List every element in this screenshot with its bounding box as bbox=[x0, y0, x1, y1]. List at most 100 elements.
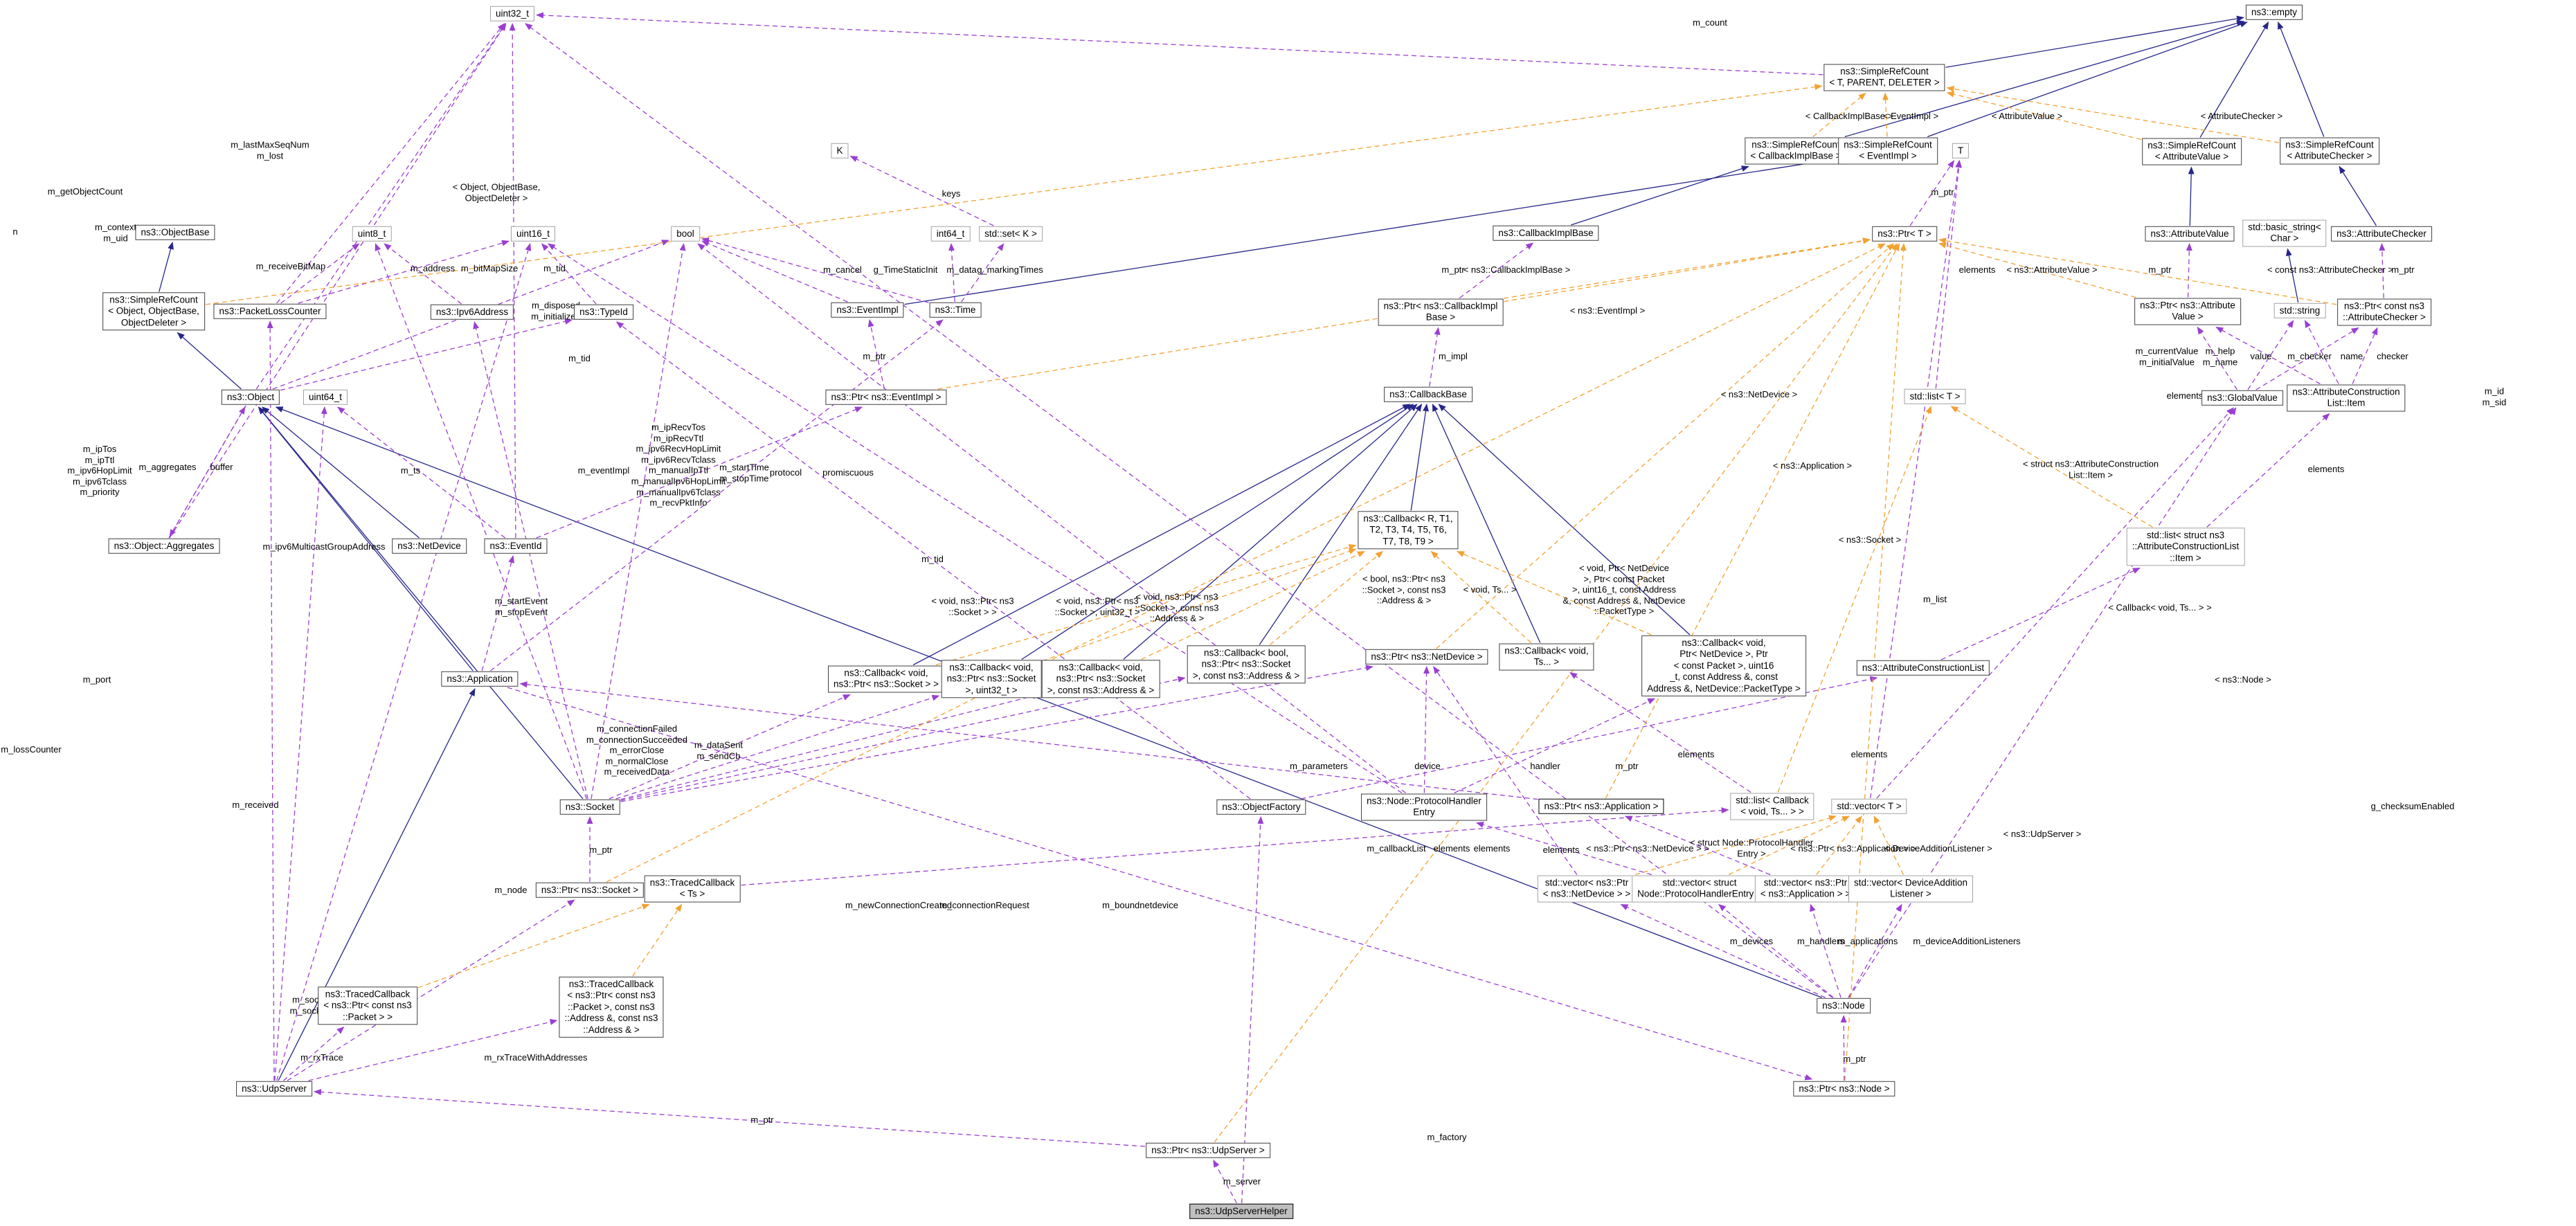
edge-label: m_context m_uid bbox=[95, 222, 136, 243]
class-node-vec_nd[interactable]: std::vector< ns3::Ptr < ns3::NetDevice >… bbox=[1537, 875, 1637, 903]
class-node-acl_item[interactable]: ns3::AttributeConstruction List::Item bbox=[2287, 384, 2406, 412]
edge-label: promiscuous bbox=[822, 467, 874, 478]
class-node-src_obj[interactable]: ns3::SimpleRefCount < Object, ObjectBase… bbox=[102, 292, 205, 331]
class-node-bstr[interactable]: std::basic_string< Char > bbox=[2242, 219, 2327, 247]
class-node-cb4[interactable]: ns3::Callback< bool, ns3::Ptr< ns3::Sock… bbox=[1187, 645, 1306, 684]
edge-i-src_tpd-empty bbox=[1945, 15, 2244, 68]
edge-label: m_lossCounter bbox=[1, 744, 62, 755]
edge-label: g_TimeStaticInit bbox=[873, 264, 938, 276]
class-node-vecT[interactable]: std::vector< T > bbox=[1831, 798, 1907, 815]
edge-u-time-setK bbox=[961, 243, 1005, 303]
edge-label: m_list bbox=[1923, 594, 1947, 605]
class-node-src_ac[interactable]: ns3::SimpleRefCount < AttributeChecker > bbox=[2280, 137, 2379, 165]
class-node-app[interactable]: ns3::Application bbox=[441, 671, 519, 687]
class-node-vec_app[interactable]: std::vector< ns3::Ptr < ns3::Application… bbox=[1754, 875, 1857, 903]
class-node-list_item[interactable]: std::list< struct ns3 ::AttributeConstru… bbox=[2126, 528, 2245, 566]
class-node-int64[interactable]: int64_t bbox=[930, 226, 971, 242]
class-node-udps[interactable]: ns3::UdpServer bbox=[236, 1081, 312, 1097]
class-node-empty[interactable]: ns3::empty bbox=[2245, 4, 2303, 21]
edge-u-listT-T bbox=[1935, 160, 1962, 389]
class-node-src_ei[interactable]: ns3::SimpleRefCount < EventImpl > bbox=[1838, 137, 1938, 165]
edge-label: < void, ns3::Ptr< ns3 ::Socket >, uint32… bbox=[1054, 595, 1140, 617]
class-node-K[interactable]: K bbox=[831, 143, 849, 159]
edge-u-phe-bool bbox=[697, 243, 1406, 794]
class-node-ptr_cac[interactable]: ns3::Ptr< const ns3 ::AttributeChecker > bbox=[2337, 298, 2431, 326]
edge-label: < Callback< void, Ts... > > bbox=[2108, 602, 2212, 613]
class-node-cib[interactable]: ns3::CallbackImplBase bbox=[1493, 225, 1599, 242]
edge-u-socket-cb2 bbox=[615, 694, 940, 800]
class-node-socket[interactable]: ns3::Socket bbox=[559, 799, 620, 815]
class-node-cb2[interactable]: ns3::Callback< void, ns3::Ptr< ns3::Sock… bbox=[941, 660, 1042, 698]
edge-t-src_cib-src_tpd bbox=[1812, 92, 1866, 138]
class-node-src_tpd[interactable]: ns3::SimpleRefCount < T, PARENT, DELETER… bbox=[1823, 64, 1945, 91]
class-node-uint32[interactable]: uint32_t bbox=[489, 6, 535, 22]
class-node-ptr_nd[interactable]: ns3::Ptr< ns3::NetDevice > bbox=[1365, 649, 1488, 665]
class-node-phe[interactable]: ns3::Node::ProtocolHandler Entry bbox=[1361, 793, 1487, 821]
edge-label: m_ipv6MulticastGroupAddress bbox=[262, 541, 386, 552]
edge-t-cb_ts-cb_generic bbox=[1430, 550, 1532, 643]
class-node-ptr_ei[interactable]: ns3::Ptr< ns3::EventImpl > bbox=[825, 389, 947, 406]
edge-label: n bbox=[12, 226, 18, 237]
class-node-cb_generic[interactable]: ns3::Callback< R, T1, T2, T3, T4, T5, T6… bbox=[1358, 511, 1459, 550]
class-node-tcb_ts[interactable]: ns3::TracedCallback < Ts > bbox=[644, 875, 741, 903]
class-node-aggr[interactable]: ns3::Object::Aggregates bbox=[108, 538, 220, 555]
class-node-ac[interactable]: ns3::AttributeChecker bbox=[2331, 226, 2432, 242]
class-node-node[interactable]: ns3::Node bbox=[1817, 998, 1871, 1014]
class-node-ptr_cib[interactable]: ns3::Ptr< ns3::CallbackImpl Base > bbox=[1378, 298, 1504, 326]
class-node-vec_dal[interactable]: std::vector< DeviceAddition Listener > bbox=[1848, 875, 1973, 903]
class-node-acl[interactable]: ns3::AttributeConstructionList bbox=[1856, 660, 1990, 676]
class-node-eventid[interactable]: ns3::EventId bbox=[484, 538, 548, 555]
edge-label: m_aggregates bbox=[138, 462, 197, 473]
class-node-cb_ts[interactable]: ns3::Callback< void, Ts... > bbox=[1499, 643, 1594, 671]
edge-label: m_disposed m_initialized bbox=[531, 300, 581, 321]
class-node-cb1[interactable]: ns3::Callback< void, ns3::Ptr< ns3::Sock… bbox=[828, 665, 944, 693]
class-node-uint8[interactable]: uint8_t bbox=[352, 226, 392, 242]
class-node-str[interactable]: std::string bbox=[2273, 303, 2326, 319]
edge-t-src_ac-src_tpd bbox=[1946, 86, 2280, 143]
edge-u-acl-list_item bbox=[1940, 567, 2141, 660]
class-node-cbase[interactable]: ns3::CallbackBase bbox=[1384, 386, 1472, 403]
class-node-eventimpl[interactable]: ns3::EventImpl bbox=[831, 302, 904, 318]
edge-u-time-int64 bbox=[948, 243, 955, 303]
class-node-plc[interactable]: ns3::PacketLossCounter bbox=[213, 303, 327, 320]
class-node-objectbase[interactable]: ns3::ObjectBase bbox=[135, 224, 215, 241]
class-node-T[interactable]: T bbox=[1952, 143, 1970, 159]
class-node-list_cb[interactable]: std::list< Callback < void, Ts... > > bbox=[1730, 793, 1814, 820]
class-node-uint64[interactable]: uint64_t bbox=[303, 389, 348, 406]
edge-label: m_newConnectionCreated bbox=[845, 900, 952, 911]
class-node-cb_nd[interactable]: ns3::Callback< void, Ptr< NetDevice >, P… bbox=[1641, 635, 1806, 697]
class-node-src_av[interactable]: ns3::SimpleRefCount < AttributeValue > bbox=[2142, 138, 2242, 165]
class-node-time[interactable]: ns3::Time bbox=[929, 302, 982, 318]
class-node-cb3[interactable]: ns3::Callback< void, ns3::Ptr< ns3::Sock… bbox=[1041, 660, 1160, 698]
class-node-ptr_app[interactable]: ns3::Ptr< ns3::Application > bbox=[1538, 798, 1664, 815]
class-node-av[interactable]: ns3::AttributeValue bbox=[2145, 226, 2235, 242]
class-node-src_cib[interactable]: ns3::SimpleRefCount < CallbackImplBase > bbox=[1745, 137, 1847, 165]
class-node-tcb_pkt[interactable]: ns3::TracedCallback < ns3::Ptr< const ns… bbox=[318, 986, 417, 1025]
class-node-listT[interactable]: std::list< T > bbox=[1904, 388, 1966, 405]
class-node-ptr_av[interactable]: ns3::Ptr< ns3::Attribute Value > bbox=[2134, 298, 2241, 325]
edge-label: < bool, ns3::Ptr< ns3 ::Socket >, const … bbox=[1362, 573, 1446, 606]
class-node-ptr_sock[interactable]: ns3::Ptr< ns3::Socket > bbox=[535, 882, 645, 899]
class-node-tcb_pkt2[interactable]: ns3::TracedCallback < ns3::Ptr< const ns… bbox=[559, 976, 664, 1038]
class-node-gv[interactable]: ns3::GlobalValue bbox=[2201, 390, 2283, 406]
class-node-object[interactable]: ns3::Object bbox=[221, 389, 280, 406]
class-node-ipv6[interactable]: ns3::Ipv6Address bbox=[430, 304, 514, 321]
edge-t-ptr_nd-ptrT bbox=[1436, 243, 1894, 649]
class-node-vec_phe[interactable]: std::vector< struct Node::ProtocolHandle… bbox=[1632, 875, 1767, 903]
class-node-uint16[interactable]: uint16_t bbox=[510, 226, 556, 242]
class-node-typeid[interactable]: ns3::TypeId bbox=[574, 304, 633, 321]
class-node-bool[interactable]: bool bbox=[671, 226, 700, 242]
class-node-helper[interactable]: ns3::UdpServerHelper bbox=[1189, 1203, 1293, 1220]
class-node-of[interactable]: ns3::ObjectFactory bbox=[1216, 799, 1306, 815]
edge-label: elements bbox=[2307, 464, 2345, 475]
class-node-setK[interactable]: std::set< K > bbox=[979, 226, 1043, 242]
edge-label: < void, ns3::Ptr< ns3 ::Socket > > bbox=[931, 595, 1014, 617]
class-node-ptr_udps[interactable]: ns3::Ptr< ns3::UdpServer > bbox=[1146, 1142, 1270, 1159]
edge-u-ptr_cac-ac bbox=[2379, 243, 2386, 298]
class-node-ptr_node[interactable]: ns3::Ptr< ns3::Node > bbox=[1793, 1081, 1895, 1097]
class-node-netdev[interactable]: ns3::NetDevice bbox=[392, 538, 467, 555]
edge-u-socket-bool bbox=[591, 243, 686, 800]
edge-u-socket-cb1 bbox=[609, 694, 851, 800]
class-node-ptrT[interactable]: ns3::Ptr< T > bbox=[1872, 226, 1937, 242]
